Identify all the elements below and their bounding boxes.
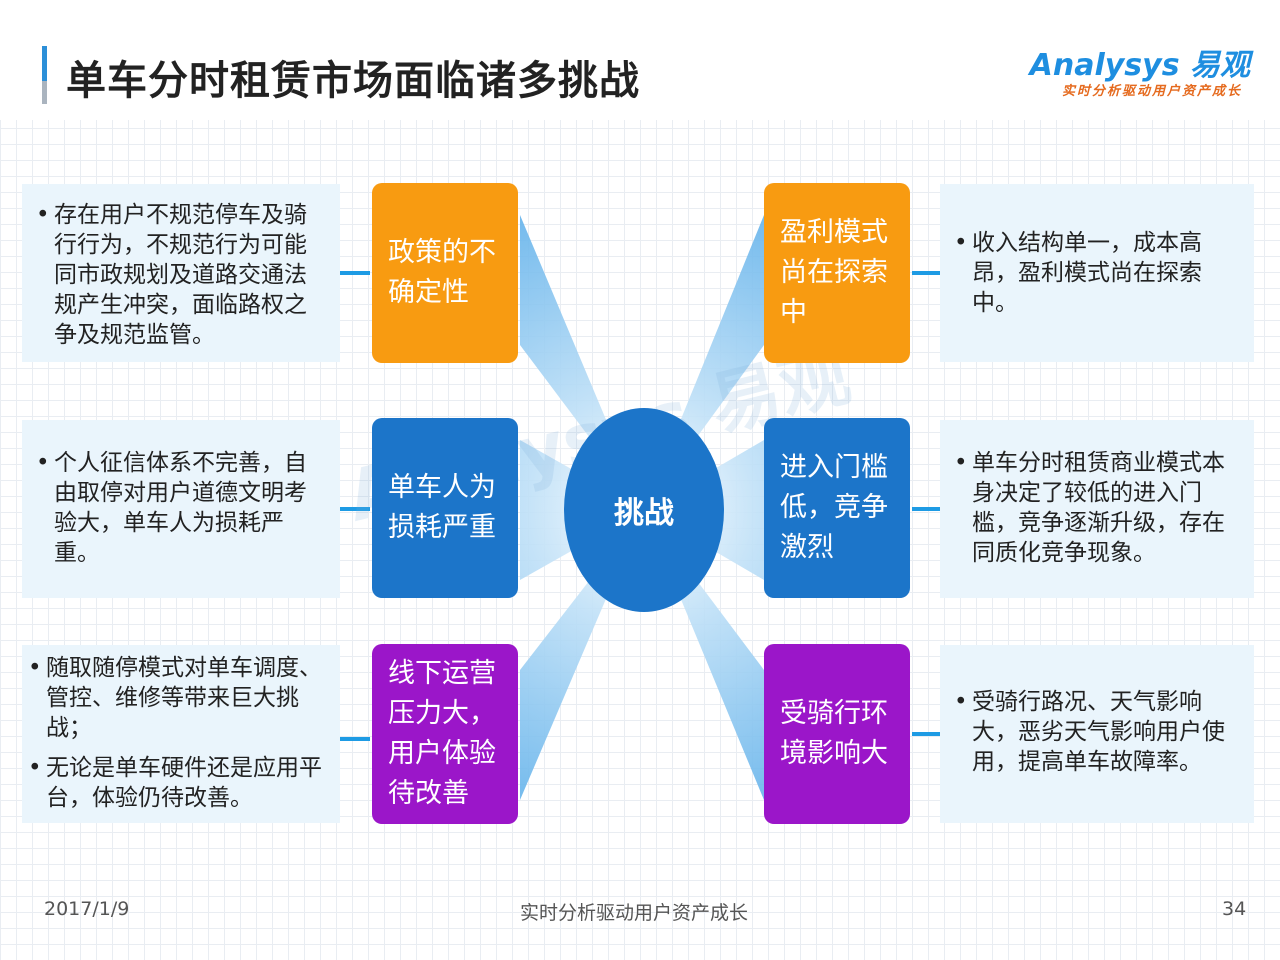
brand-logo: Analysys 易观 实时分析驱动用户资产成长	[1030, 40, 1250, 100]
category-label: 盈利模式尚在探索中	[780, 217, 888, 328]
footer-date: 2017/1/9	[44, 898, 130, 920]
logo-slogan: 实时分析驱动用户资产成长	[1061, 84, 1242, 99]
category-label: 政策的不确定性	[388, 237, 496, 308]
page-number: 34	[1222, 898, 1247, 920]
bullet-icon: •	[954, 230, 968, 256]
bullet-icon: •	[28, 655, 42, 681]
challenge-category-environment: 受骑行环境影响大	[764, 644, 910, 824]
bullet-icon: •	[954, 450, 968, 476]
detail-item: •收入结构单一，成本高昂，盈利模式尚在探索中。	[954, 228, 1240, 318]
footer-slogan: 实时分析驱动用户资产成长	[520, 902, 749, 924]
challenge-detail-profit: •收入结构单一，成本高昂，盈利模式尚在探索中。	[940, 184, 1254, 362]
detail-text: 随取随停模式对单车调度、管控、维修等带来巨大挑战；	[46, 655, 322, 741]
challenge-category-damage: 单车人为损耗严重	[372, 418, 518, 598]
detail-item: •个人征信体系不完善，自由取停对用户道德文明考验大，单车人为损耗严重。	[36, 448, 326, 568]
center-node: 挑战	[564, 408, 724, 612]
detail-item: •受骑行路况、天气影响大，恶劣天气影响用户使用，提高单车故障率。	[954, 687, 1240, 777]
header	[0, 0, 1280, 120]
challenge-category-policy: 政策的不确定性	[372, 183, 518, 363]
challenge-category-competition: 进入门槛低，竞争激烈	[764, 418, 910, 598]
challenge-category-profit: 盈利模式尚在探索中	[764, 183, 910, 363]
detail-text: 个人征信体系不完善，自由取停对用户道德文明考验大，单车人为损耗严重。	[54, 450, 307, 566]
bullet-icon: •	[36, 202, 50, 228]
logo-wordmark: Analysys 易观	[1029, 48, 1250, 83]
challenge-detail-policy: •存在用户不规范停车及骑行行为，不规范行为可能同市政规划及道路交通法规产生冲突，…	[22, 184, 340, 362]
detail-item: •随取随停模式对单车调度、管控、维修等带来巨大挑战；	[28, 653, 326, 743]
detail-item: •单车分时租赁商业模式本身决定了较低的进入门槛，竞争逐渐升级，存在同质化竞争现象…	[954, 448, 1240, 568]
detail-text: 单车分时租赁商业模式本身决定了较低的进入门槛，竞争逐渐升级，存在同质化竞争现象。	[972, 450, 1225, 566]
category-label: 进入门槛低，竞争激烈	[780, 452, 888, 563]
detail-text: 受骑行路况、天气影响大，恶劣天气影响用户使用，提高单车故障率。	[972, 689, 1225, 775]
challenge-detail-operations: •随取随停模式对单车调度、管控、维修等带来巨大挑战； •无论是单车硬件还是应用平…	[22, 645, 340, 823]
challenge-detail-competition: •单车分时租赁商业模式本身决定了较低的进入门槛，竞争逐渐升级，存在同质化竞争现象…	[940, 420, 1254, 598]
detail-text: 无论是单车硬件还是应用平台，体验仍待改善。	[46, 755, 322, 811]
bullet-icon: •	[28, 755, 42, 781]
title-accent-bar	[42, 46, 47, 104]
challenge-detail-damage: •个人征信体系不完善，自由取停对用户道德文明考验大，单车人为损耗严重。	[22, 420, 340, 598]
detail-text: 收入结构单一，成本高昂，盈利模式尚在探索中。	[972, 230, 1202, 316]
center-label: 挑战	[614, 496, 674, 531]
bullet-icon: •	[36, 450, 50, 476]
bullet-icon: •	[954, 689, 968, 715]
challenge-category-operations: 线下运营压力大，用户体验待改善	[372, 644, 518, 824]
detail-item: •无论是单车硬件还是应用平台，体验仍待改善。	[28, 753, 326, 813]
page-title: 单车分时租赁市场面临诸多挑战	[66, 58, 640, 104]
connector-dashes	[340, 271, 942, 741]
challenge-detail-environment: •受骑行路况、天气影响大，恶劣天气影响用户使用，提高单车故障率。	[940, 645, 1254, 823]
detail-item: •存在用户不规范停车及骑行行为，不规范行为可能同市政规划及道路交通法规产生冲突，…	[36, 200, 326, 350]
category-label: 受骑行环境影响大	[780, 698, 888, 769]
category-label: 线下运营压力大，用户体验待改善	[388, 658, 496, 809]
category-label: 单车人为损耗严重	[388, 472, 496, 543]
detail-text: 存在用户不规范停车及骑行行为，不规范行为可能同市政规划及道路交通法规产生冲突，面…	[54, 202, 307, 348]
